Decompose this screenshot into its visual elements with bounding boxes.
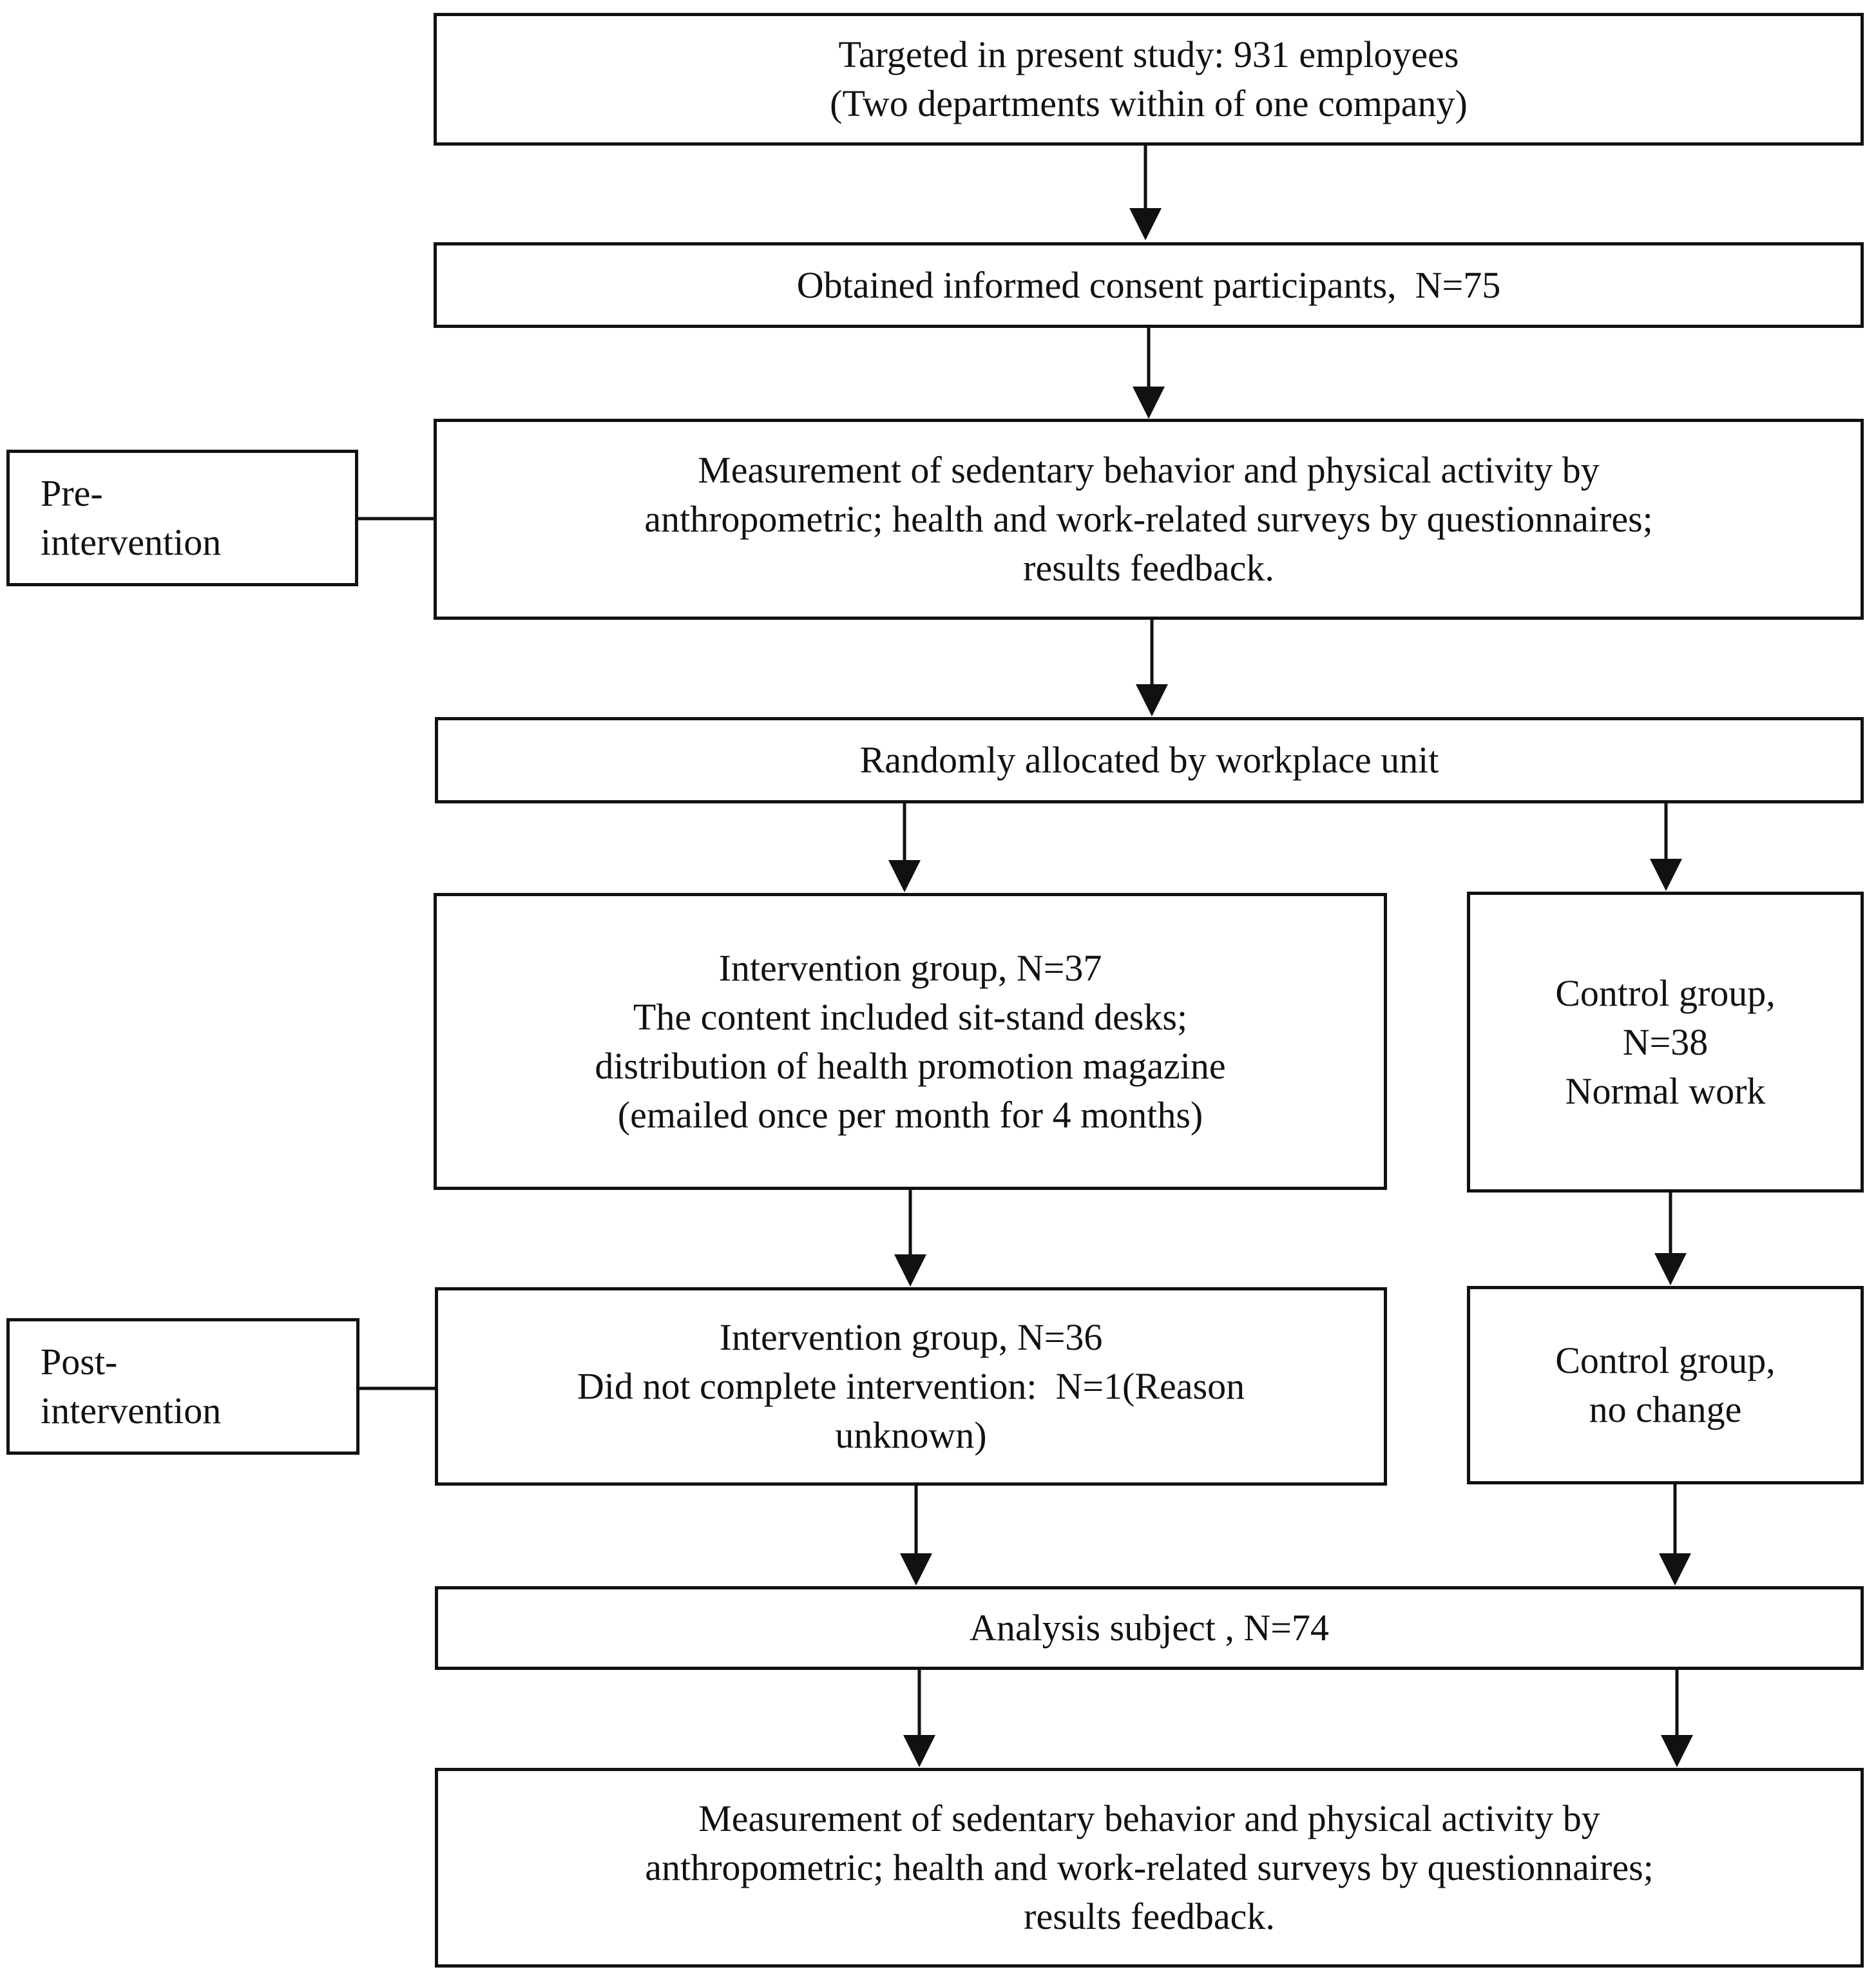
intervention-line-3: distribution of health promotion magazin… [595, 1044, 1226, 1087]
box-analysis-subject: Analysis subject , N=74 [435, 1586, 1864, 1670]
control-line-2: N=38 [1622, 1021, 1708, 1063]
box-random-allocation: Randomly allocated by workplace unit [435, 717, 1864, 803]
control-post-line-2: no change [1589, 1388, 1742, 1430]
pre-label-line-2: intervention [41, 521, 222, 563]
post-label-line-1: Post- [41, 1341, 118, 1383]
analysis-line-1: Analysis subject , N=74 [970, 1607, 1329, 1649]
box-intervention-post: Intervention group, N=36 Did not complet… [435, 1287, 1387, 1486]
intervention-line-4: (emailed once per month for 4 months) [617, 1093, 1203, 1136]
targeted-line-2: (Two departments within of one company) [830, 82, 1468, 124]
pre-label-line-1: Pre- [41, 472, 103, 514]
box-pre-intervention-label: Pre- intervention [6, 450, 358, 586]
pre-measurement-line-2: anthropometric; health and work-related … [644, 498, 1653, 540]
control-post-line-1: Control group, [1555, 1339, 1776, 1381]
intervention-post-line-2: Did not complete intervention: N=1(Reaso… [577, 1365, 1245, 1407]
pre-measurement-line-1: Measurement of sedentary behavior and ph… [698, 449, 1600, 491]
box-control-post: Control group, no change [1467, 1286, 1864, 1484]
box-informed-consent: Obtained informed consent participants, … [434, 242, 1864, 328]
post-measurement-line-3: results feedback. [1024, 1895, 1275, 1937]
targeted-line-1: Targeted in present study: 931 employees [838, 34, 1459, 75]
box-pre-measurement: Measurement of sedentary behavior and ph… [434, 419, 1864, 620]
box-control-group: Control group, N=38 Normal work [1467, 892, 1864, 1193]
post-label-line-2: intervention [41, 1390, 222, 1432]
intervention-post-line-1: Intervention group, N=36 [719, 1316, 1103, 1358]
control-line-1: Control group, [1555, 972, 1776, 1014]
box-post-measurement: Measurement of sedentary behavior and ph… [435, 1768, 1864, 1968]
intervention-line-2: The content included sit-stand desks; [633, 995, 1188, 1038]
pre-measurement-line-3: results feedback. [1023, 547, 1274, 589]
box-intervention-group: Intervention group, N=37 The content inc… [434, 893, 1387, 1190]
intervention-line-1: Intervention group, N=37 [718, 946, 1102, 989]
post-measurement-line-2: anthropometric; health and work-related … [645, 1846, 1654, 1888]
box-targeted-study: Targeted in present study: 931 employees… [434, 13, 1864, 146]
control-line-3: Normal work [1565, 1069, 1766, 1112]
box-post-intervention-label: Post- intervention [6, 1318, 359, 1455]
randomly-line-1: Randomly allocated by workplace unit [859, 739, 1439, 781]
consent-line-1: Obtained informed consent participants, … [796, 264, 1501, 306]
post-measurement-line-1: Measurement of sedentary behavior and ph… [698, 1797, 1600, 1839]
intervention-post-line-3: unknown) [835, 1414, 987, 1456]
